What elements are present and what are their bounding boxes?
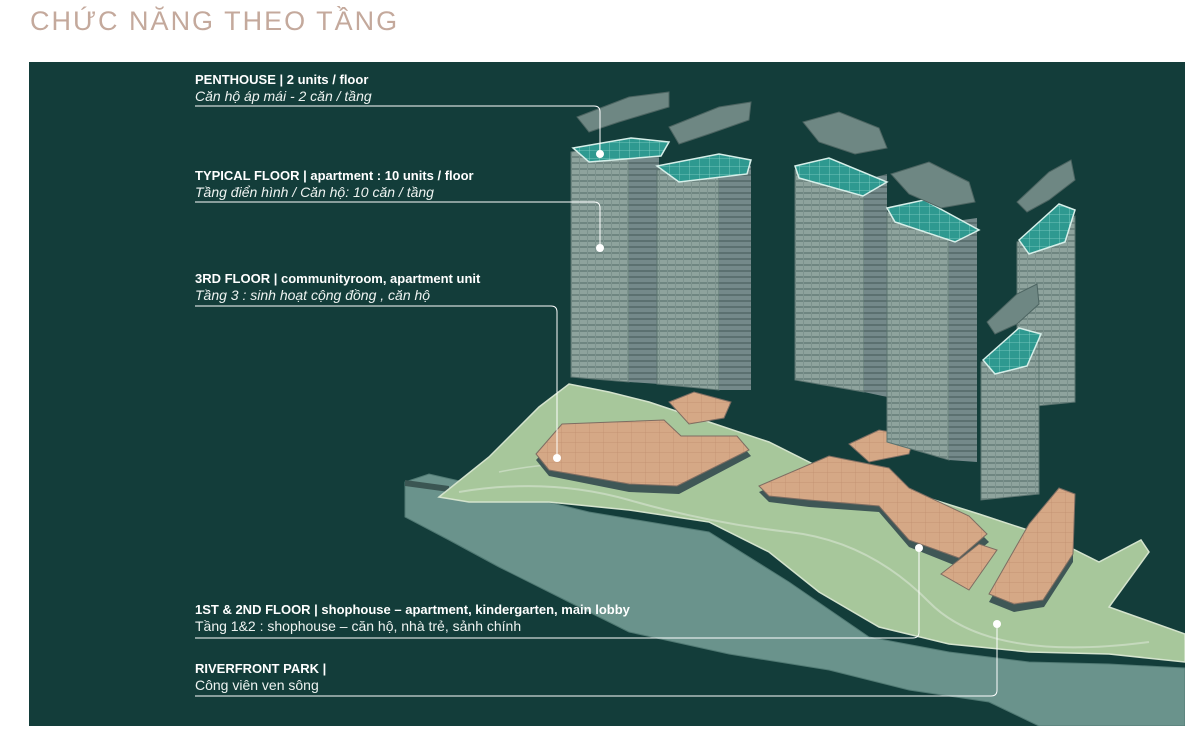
callout-subtitle: Tầng 3 : sinh hoạt cộng đồng , căn hộ — [195, 287, 480, 304]
callout-subtitle: Tầng điển hình / Căn hộ: 10 căn / tầng — [195, 184, 474, 201]
callout-subtitle: Căn hộ áp mái - 2 căn / tầng — [195, 88, 372, 105]
callout-first-second-floor: 1ST & 2ND FLOOR | shophouse – apartment,… — [195, 601, 630, 635]
page-title: CHỨC NĂNG THEO TẦNG — [30, 6, 399, 37]
callout-penthouse: PENTHOUSE | 2 units / floor Căn hộ áp má… — [195, 71, 372, 105]
callout-title: 1ST & 2ND FLOOR | shophouse – apartment,… — [195, 601, 630, 618]
callout-typical-floor: TYPICAL FLOOR | apartment : 10 units / f… — [195, 167, 474, 201]
callout-subtitle: Công viên ven sông — [195, 677, 326, 694]
callout-riverfront-park: RIVERFRONT PARK | Công viên ven sông — [195, 660, 326, 694]
callout-title: RIVERFRONT PARK | — [195, 660, 326, 677]
dot-riverfront — [993, 620, 1001, 628]
callout-subtitle: Tầng 1&2 : shophouse – căn hộ, nhà trẻ, … — [195, 618, 630, 635]
callout-third-floor: 3RD FLOOR | communityroom, apartment uni… — [195, 270, 480, 304]
dot-typical — [596, 244, 604, 252]
callout-title: TYPICAL FLOOR | apartment : 10 units / f… — [195, 167, 474, 184]
dot-penthouse — [596, 150, 604, 158]
callout-title: PENTHOUSE | 2 units / floor — [195, 71, 372, 88]
callout-title: 3RD FLOOR | communityroom, apartment uni… — [195, 270, 480, 287]
dot-third — [553, 454, 561, 462]
dot-first-second — [915, 544, 923, 552]
diagram-panel: PENTHOUSE | 2 units / floor Căn hộ áp má… — [29, 62, 1185, 726]
